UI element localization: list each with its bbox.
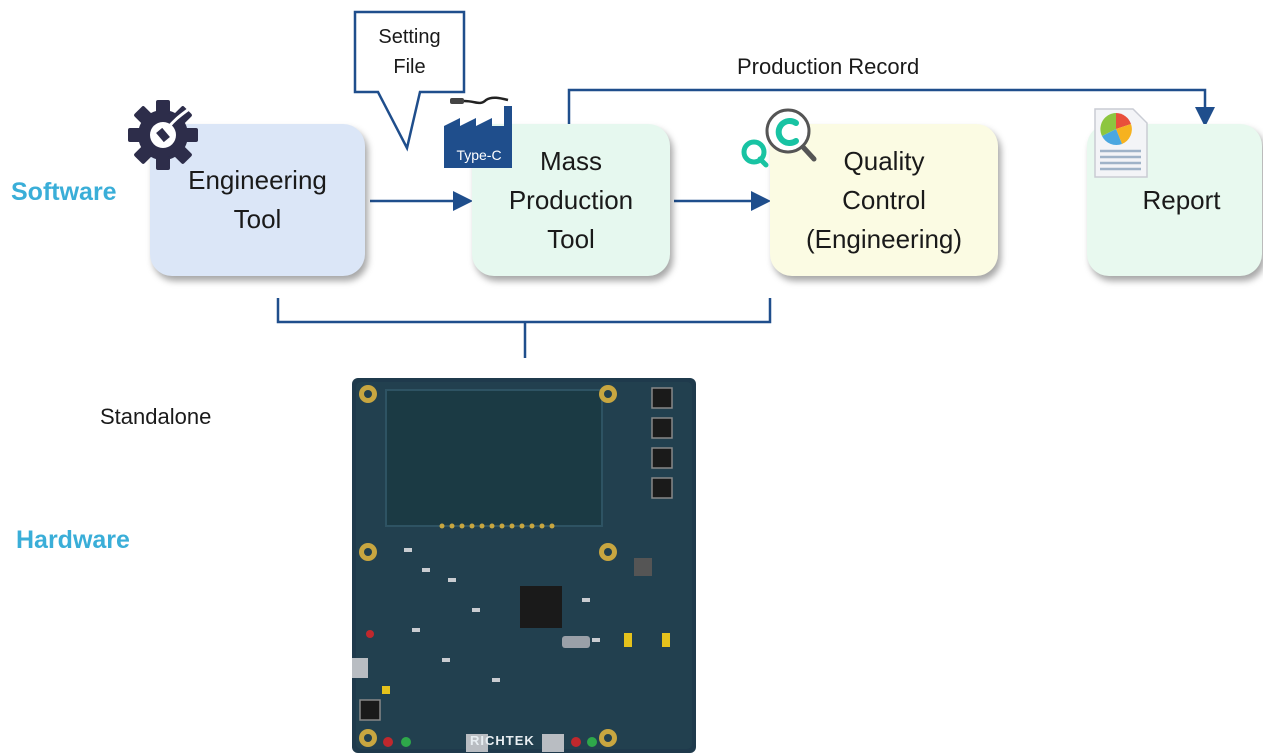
setting-file-callout-shape	[353, 10, 466, 152]
production-record-label: Production Record	[737, 54, 920, 79]
quality-control-label: Quality Control (Engineering)	[805, 145, 963, 254]
gear-icon	[128, 100, 198, 170]
brace	[276, 298, 772, 358]
board-brand-text: RICHTEK	[470, 733, 535, 748]
arrow-production-record	[567, 88, 1215, 127]
standalone-label: Standalone	[100, 404, 212, 429]
software-label: Software	[11, 178, 117, 206]
qc-magnifier-icon	[741, 108, 817, 168]
factory-type-c-icon	[444, 96, 512, 168]
hardware-label: Hardware	[16, 526, 130, 554]
setting-file-callout: Setting File	[378, 26, 441, 78]
mass-production-tool-label: Mass Production Tool	[508, 145, 634, 254]
evaluation-board-photo	[352, 378, 696, 753]
report-label: Report	[1142, 184, 1221, 215]
engineering-tool-label: Engineering Tool	[188, 165, 327, 234]
report-document-icon	[1094, 108, 1148, 178]
factory-badge-text: Type-C	[456, 147, 502, 163]
